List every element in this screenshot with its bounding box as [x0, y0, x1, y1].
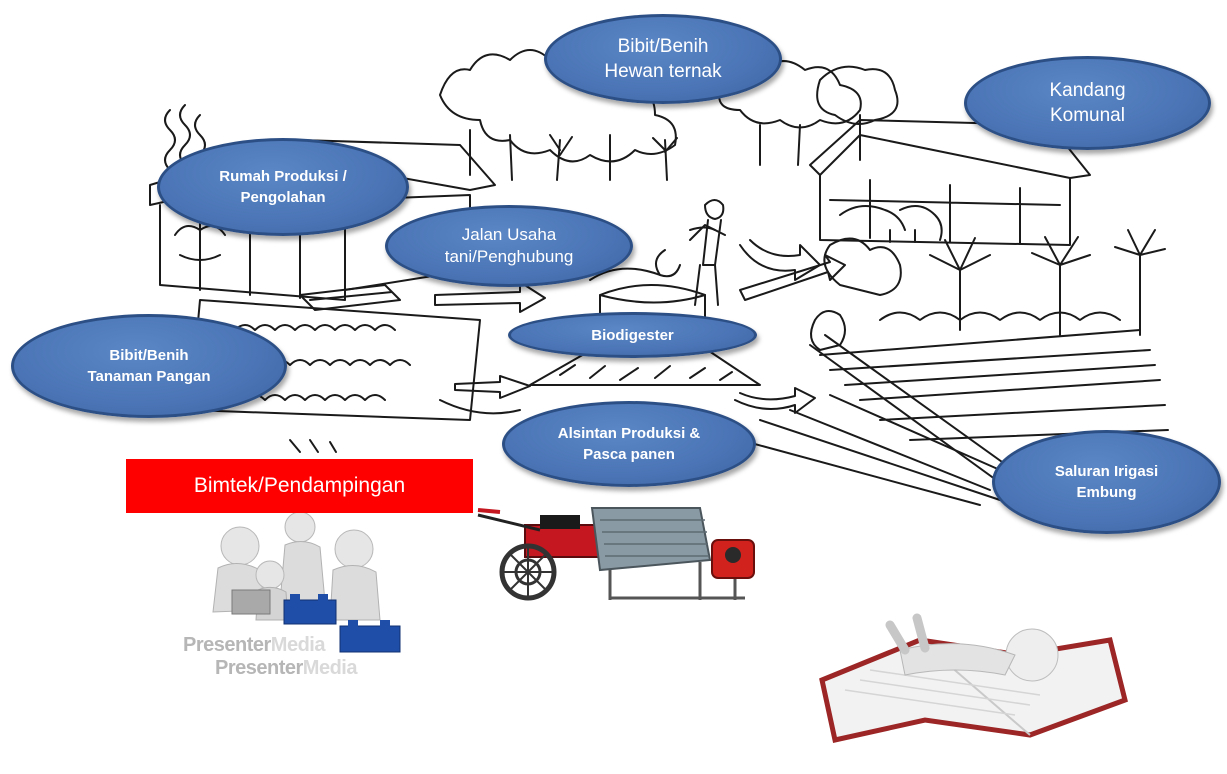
- bubble-jalan-usaha: Jalan Usaha tani/Penghubung: [385, 205, 633, 287]
- watermark-1-b: Media: [270, 634, 326, 656]
- tractor-machine: [477, 507, 755, 601]
- bubble-alsintan-line2: Pasca panen: [583, 446, 675, 463]
- watermark-2-a: Presenter: [215, 657, 303, 679]
- bubble-biodigester-label: Biodigester: [591, 326, 674, 344]
- watermark-2: PresenterMedia: [215, 657, 357, 680]
- bubble-rumah-produksi: Rumah Produksi / Pengolahan: [157, 138, 409, 236]
- bubble-bibit-tanaman-line2: Tanaman Pangan: [87, 368, 211, 385]
- bubble-jalan-usaha-line1: Jalan Usaha: [461, 225, 557, 244]
- bubble-kandang-line1: Kandang: [1049, 80, 1126, 101]
- bubble-rumah-produksi-line2: Pengolahan: [240, 189, 326, 206]
- watermark-2-b: Media: [302, 657, 358, 679]
- watermark-1-a: Presenter: [183, 634, 271, 656]
- bimtek-banner: Bimtek/Pendampingan: [126, 459, 473, 513]
- bubble-bibit-hewan-line2: Hewan ternak: [604, 61, 722, 82]
- watermark-1: PresenterMedia: [183, 634, 325, 657]
- bubble-saluran-irigasi-line2: Embung: [1076, 484, 1137, 501]
- bubble-saluran-irigasi: Saluran Irigasi Embung: [992, 430, 1221, 534]
- bubble-kandang: Kandang Komunal: [964, 56, 1211, 150]
- bubble-biodigester: Biodigester: [508, 312, 757, 358]
- bubble-alsintan: Alsintan Produksi & Pasca panen: [502, 401, 756, 487]
- figure-reading-book: [819, 613, 1128, 743]
- bubble-bibit-hewan: Bibit/Benih Hewan ternak: [544, 14, 782, 104]
- bubble-bibit-hewan-line1: Bibit/Benih: [617, 36, 709, 57]
- bubble-bibit-tanaman: Bibit/Benih Tanaman Pangan: [11, 314, 287, 418]
- bubble-rumah-produksi-line1: Rumah Produksi /: [219, 168, 347, 185]
- people-puzzle-figures: [212, 511, 401, 653]
- bubble-alsintan-line1: Alsintan Produksi &: [557, 425, 701, 442]
- bubble-jalan-usaha-line2: tani/Penghubung: [444, 247, 574, 266]
- bubble-saluran-irigasi-line1: Saluran Irigasi: [1054, 463, 1159, 480]
- bubble-bibit-tanaman-line1: Bibit/Benih: [109, 347, 189, 364]
- bubble-kandang-line2: Komunal: [1049, 105, 1125, 126]
